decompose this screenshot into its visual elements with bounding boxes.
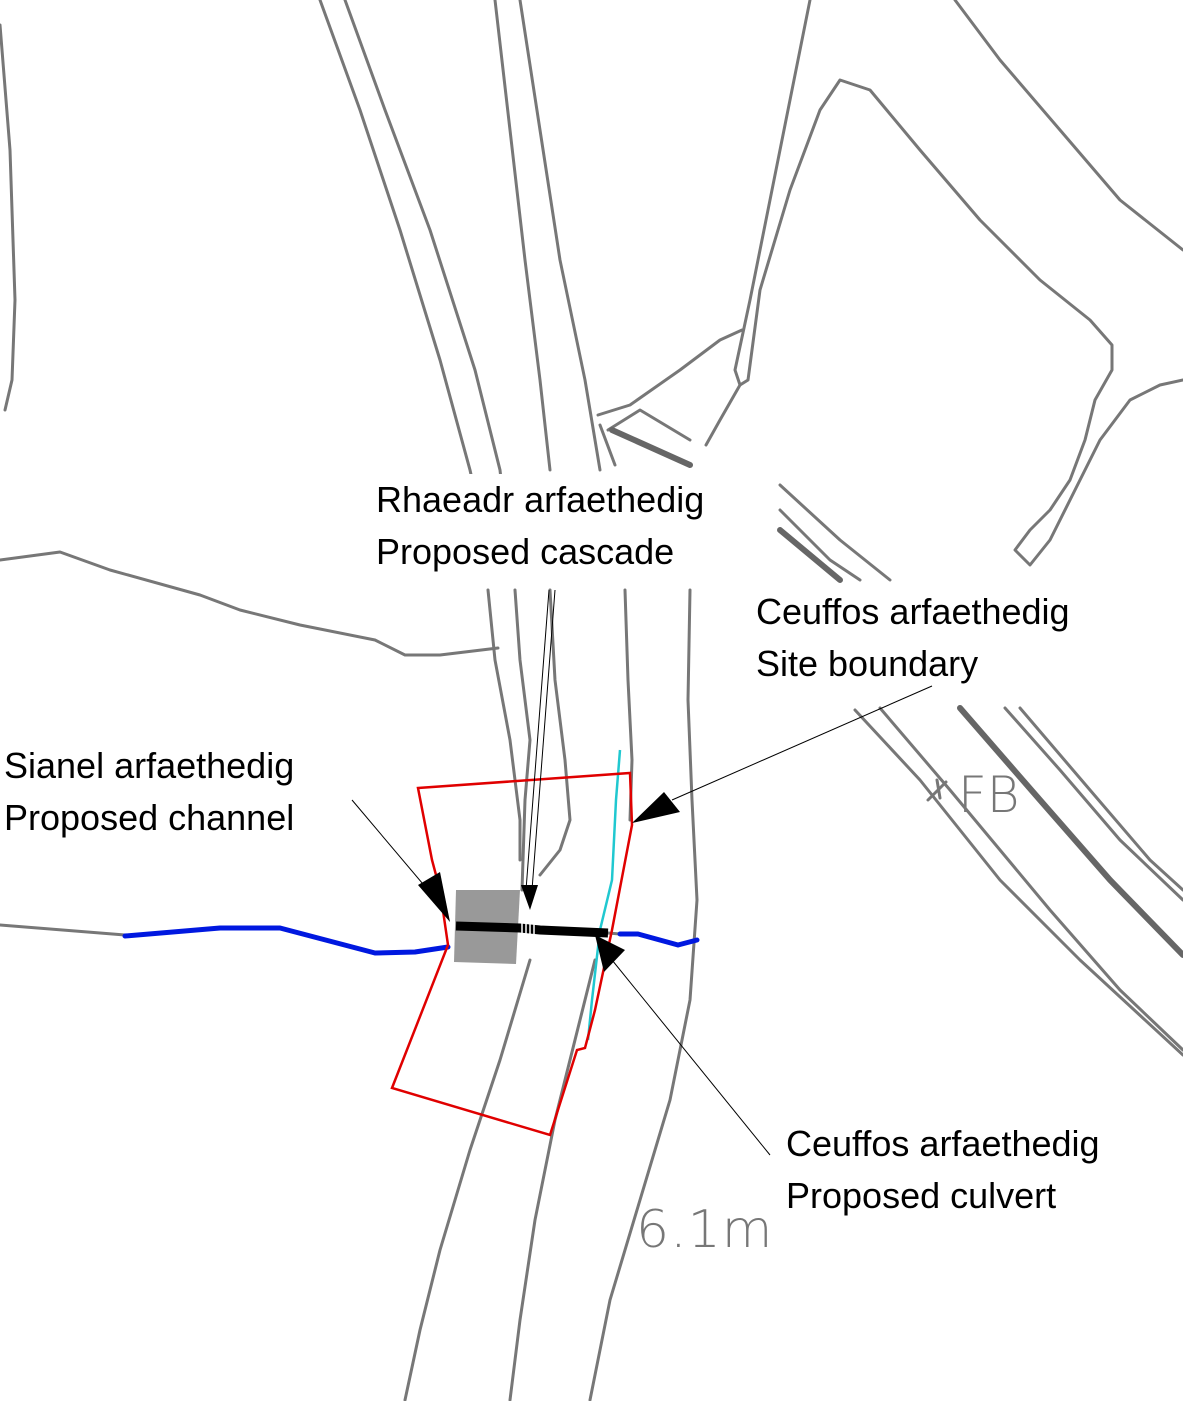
watercourse-east [617, 931, 700, 948]
label-site-boundary-welsh: Ceuffos arfaethedig [756, 591, 1070, 632]
label-culvert-welsh: Ceuffos arfaethedig [786, 1123, 1100, 1164]
leader-lines [351, 589, 933, 1156]
watercourse-grey-left [0, 923, 127, 937]
leader-channel [351, 799, 429, 891]
label-cascade-welsh: Rhaeadr arfaethedig [376, 479, 705, 520]
leader-culvert [611, 959, 771, 1156]
leader-site-boundary [671, 685, 933, 801]
road-lower-mid-2 [508, 958, 597, 1401]
field-boundary-left [0, 23, 17, 412]
field-boundary-curve-b [704, 383, 742, 447]
cascade-hatching [521, 922, 535, 934]
label-proposed-channel: Sianel arfaethedig Proposed channel [0, 740, 298, 844]
label-proposed-culvert: Ceuffos arfaethedig Proposed culvert [782, 1118, 1104, 1222]
field-boundary-middle [0, 550, 500, 657]
road-lower-mid-1 [403, 958, 532, 1401]
rail-thick-lower [957, 705, 1183, 958]
rail-thick-upper [609, 427, 693, 468]
leader-arrowheads [418, 792, 680, 972]
field-boundary-curve-c [596, 328, 744, 417]
footbridge-tick-2 [935, 778, 942, 800]
leader-cascade-a [525, 589, 550, 891]
arrowhead-site-boundary [632, 792, 680, 823]
watercourse-west [122, 925, 451, 956]
label-channel-welsh: Sianel arfaethedig [4, 745, 295, 786]
track-edge-7 [1003, 706, 1183, 902]
label-site-boundary: Ceuffos arfaethedig Site boundary [752, 586, 1074, 690]
track-edge-6 [878, 706, 1183, 1052]
label-culvert-english: Proposed culvert [786, 1175, 1057, 1216]
road-edge-east-inner [493, 0, 552, 472]
road-edge-east-outer [518, 0, 602, 472]
cyan-line [586, 749, 622, 1041]
rail-thick-mid [777, 527, 843, 583]
track-edge-4 [778, 508, 862, 582]
arrowhead-culvert [595, 935, 625, 972]
spot-height-label: 6.1m [636, 1200, 774, 1260]
footbridge-tick [926, 780, 948, 802]
road-lower-west-1 [486, 588, 522, 862]
road-lower-east-1 [538, 588, 572, 877]
track-edge-8 [1018, 706, 1183, 892]
label-cascade-english: Proposed cascade [376, 531, 675, 572]
footbridge-label: FB [958, 766, 1020, 824]
arrowhead-channel [418, 872, 450, 922]
arrowhead-cascade [521, 885, 538, 910]
track-edge-2 [598, 423, 617, 467]
label-channel-english: Proposed channel [4, 797, 295, 838]
railway-thick-lines [609, 427, 1183, 958]
label-proposed-cascade: Rhaeadr arfaethedig Proposed cascade [372, 474, 709, 578]
track-edge-3 [778, 483, 892, 582]
field-boundary-curve-a [733, 0, 1183, 567]
track-edge-1 [606, 408, 692, 442]
road-lower-west-2 [513, 588, 532, 892]
watercourse [122, 925, 700, 956]
label-site-boundary-english: Site boundary [756, 643, 979, 684]
field-boundary-top-right [953, 0, 1183, 252]
leader-cascade-b [531, 589, 556, 891]
road-lower-east-3 [588, 588, 699, 1401]
track-edge-5 [853, 708, 1183, 1057]
